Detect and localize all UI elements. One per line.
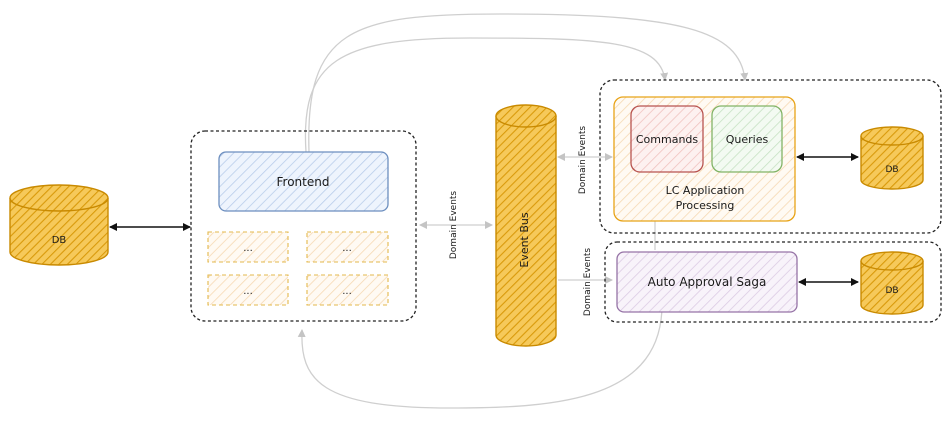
auto-approval-saga-box bbox=[616, 251, 798, 313]
lc-app-label-line2: Processing bbox=[676, 199, 735, 212]
placeholder-box-1 bbox=[207, 231, 289, 263]
frontend-group bbox=[190, 130, 417, 322]
db-lc: DB bbox=[860, 126, 924, 190]
saga-group bbox=[604, 241, 942, 323]
auto-saga-label: Auto Approval Saga bbox=[648, 275, 767, 289]
queries-label: Queries bbox=[726, 133, 769, 146]
bus-saga-edge-label: Domain Events bbox=[583, 248, 593, 317]
placeholder-box-2 bbox=[306, 231, 389, 263]
commands-box bbox=[630, 105, 704, 173]
placeholder-4-label: ... bbox=[342, 286, 352, 297]
db-left-label: DB bbox=[52, 235, 67, 246]
event-bus-label: Event Bus bbox=[518, 212, 531, 268]
db-lc-label: DB bbox=[885, 165, 898, 175]
bus-lc-edge-label: Domain Events bbox=[578, 126, 588, 195]
frontend-to-queries-curve bbox=[308, 13, 749, 153]
frontend-box bbox=[218, 151, 389, 212]
lc-group bbox=[599, 79, 942, 234]
placeholder-3-label: ... bbox=[243, 286, 253, 297]
db-saga: DB bbox=[860, 251, 924, 315]
lc-app-label-line1: LC Application bbox=[666, 184, 745, 197]
frontend-to-commands-curve bbox=[304, 37, 669, 153]
commands-label: Commands bbox=[636, 133, 699, 146]
placeholder-box-4 bbox=[306, 274, 389, 306]
placeholder-2-label: ... bbox=[342, 243, 352, 254]
placeholder-box-3 bbox=[207, 274, 289, 306]
frontend-label: Frontend bbox=[277, 175, 330, 189]
placeholder-1-label: ... bbox=[243, 243, 253, 254]
frontend-bus-edge-label: Domain Events bbox=[449, 191, 459, 260]
queries-box bbox=[711, 105, 783, 173]
saga-to-frontend-curve bbox=[297, 299, 663, 409]
db-left: DB bbox=[9, 184, 109, 266]
grey-connectors bbox=[297, 13, 749, 409]
db-saga-label: DB bbox=[885, 286, 898, 296]
event-bus: Event Bus bbox=[495, 104, 557, 347]
